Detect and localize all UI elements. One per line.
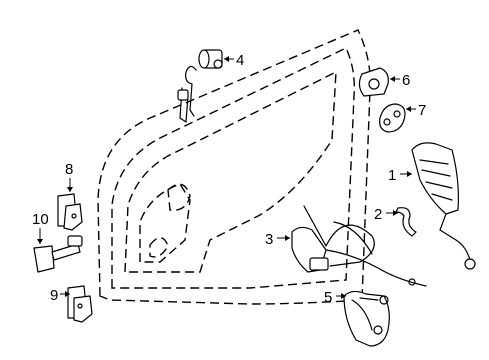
cable-clip-part: [395, 207, 417, 237]
callout-6: 6: [402, 72, 410, 89]
check-link-part: [33, 235, 83, 273]
striker-shim-part: [379, 103, 406, 133]
callout-4: 4: [236, 52, 244, 69]
callout-1: 1: [388, 167, 396, 184]
striker-part: [358, 67, 389, 97]
callout-9: 9: [50, 287, 58, 304]
lock-cylinder-part: [177, 49, 223, 123]
upper-hinge-part: [57, 193, 83, 231]
door-outline: [97, 29, 371, 305]
callout-7: 7: [418, 102, 426, 119]
callout-3: 3: [265, 231, 273, 248]
callout-2: 2: [374, 206, 382, 223]
lower-hinge-part: [67, 285, 93, 323]
inside-handle-part: [343, 290, 390, 347]
callout-5: 5: [324, 289, 332, 306]
lock-actuator-part: [291, 205, 427, 287]
outside-handle-part: [411, 142, 476, 270]
callout-10: 10: [32, 211, 49, 228]
callout-8: 8: [65, 161, 73, 178]
